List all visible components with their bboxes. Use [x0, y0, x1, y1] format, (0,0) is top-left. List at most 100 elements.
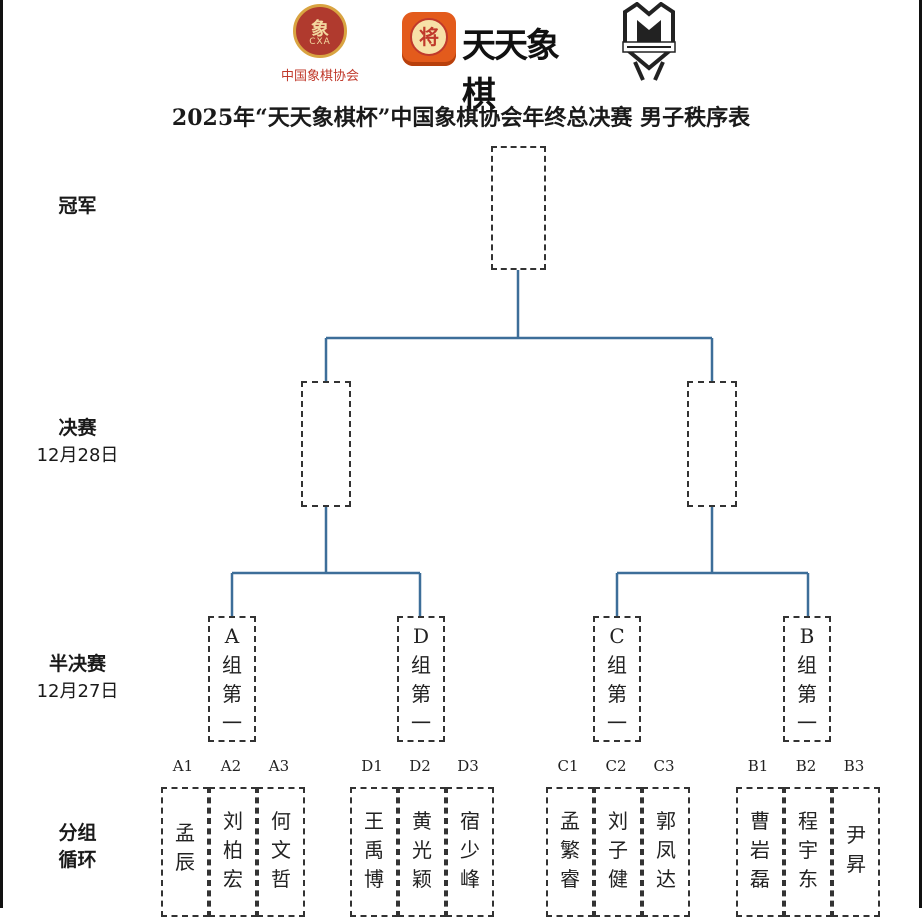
semifinal-slot-c: C 组 第 一 [593, 616, 641, 742]
round-label-final: 决赛 12月28日 [0, 415, 155, 469]
champion-label: 冠军 [58, 195, 97, 217]
group-label-line2: 循环 [58, 849, 97, 871]
champion-slot [491, 146, 546, 270]
player-box-a2: 刘 柏 宏 [209, 787, 257, 917]
player-name-char: 程 [798, 809, 818, 833]
tiantian-xiangqi-logo: 将 天天象棋 [402, 12, 582, 115]
player-name-char: 孟 [560, 809, 580, 833]
final-slot-left [301, 381, 351, 507]
player-name-char: 睿 [560, 867, 580, 891]
page-title: 2025年“天天象棋杯”中国象棋协会年终总决赛 男子秩序表 [171, 105, 751, 131]
app-wordmark: 天天象棋 [462, 26, 560, 115]
seed-label: B2 [795, 757, 817, 775]
semifinal-label: 半决赛 [48, 653, 106, 675]
semifinal-slot-d: D 组 第 一 [397, 616, 445, 742]
player-name-char: 宿 [460, 809, 480, 833]
player-name-char: 颖 [412, 867, 432, 891]
player-name-char: 黄 [412, 809, 432, 833]
player-box-c2: 刘 子 健 [594, 787, 642, 917]
player-name-char: 子 [608, 838, 628, 862]
seed-label: C2 [605, 757, 627, 775]
player-box-b3: 尹 昇 [832, 787, 880, 917]
semifinal-date: 12月27日 [36, 681, 119, 702]
crown-shield-icon [615, 1, 683, 82]
player-name-char: 博 [364, 867, 384, 891]
cxa-name: 中国象棋协会 [280, 69, 359, 84]
player-name-char: 磊 [750, 867, 770, 891]
cxa-seal-glyph: 象 [311, 19, 329, 40]
seed-label: D1 [361, 757, 383, 775]
xiangqi-app-icon: 将 [402, 12, 456, 66]
player-name-char: 刘 [608, 809, 628, 833]
player-name-char: 辰 [175, 850, 195, 874]
semi-b-char: 一 [797, 711, 817, 735]
right-border [919, 0, 922, 908]
player-box-c3: 郭 凤 达 [642, 787, 690, 917]
player-name-char: 哲 [271, 867, 291, 891]
semi-d-char: D [412, 624, 430, 648]
player-box-a1: 孟 辰 [161, 787, 209, 917]
player-name-char: 尹 [846, 823, 866, 847]
player-name-char: 岩 [750, 838, 770, 862]
semi-a-char: A [224, 624, 240, 648]
semi-c-char: 第 [607, 682, 627, 706]
xiangqi-piece: 将 [410, 18, 448, 56]
player-name-char: 柏 [223, 838, 243, 862]
round-label-group: 分组 循环 [0, 820, 155, 874]
player-name-char: 达 [656, 867, 676, 891]
player-name-char: 健 [608, 867, 628, 891]
player-name-char: 曹 [750, 809, 770, 833]
player-name-char: 宏 [223, 867, 243, 891]
semi-a-char: 第 [222, 682, 242, 706]
seed-label: A3 [268, 757, 290, 775]
semi-d-char: 一 [411, 711, 431, 735]
player-name-char: 宇 [798, 838, 818, 862]
seed-label: A1 [172, 757, 194, 775]
semi-c-char: 一 [607, 711, 627, 735]
player-name-char: 东 [798, 867, 818, 891]
player-name-char: 少 [460, 838, 480, 862]
player-name-char: 凤 [656, 838, 676, 862]
player-box-d2: 黄 光 颖 [398, 787, 446, 917]
semi-b-char: 第 [797, 682, 817, 706]
left-border [0, 0, 3, 908]
seed-label: C3 [653, 757, 675, 775]
seed-label: A2 [220, 757, 242, 775]
semi-c-char: C [609, 624, 625, 648]
player-name-char: 光 [412, 838, 432, 862]
semi-b-char: B [799, 624, 815, 648]
seed-label: D3 [457, 757, 479, 775]
group-label-line1: 分组 [58, 822, 97, 844]
final-slot-right [687, 381, 737, 507]
round-label-champion: 冠军 [0, 193, 155, 220]
semi-d-char: 第 [411, 682, 431, 706]
player-box-a3: 何 文 哲 [257, 787, 305, 917]
player-box-b2: 程 宇 东 [784, 787, 832, 917]
final-date: 12月28日 [36, 445, 119, 466]
seed-label: D2 [409, 757, 431, 775]
player-name-char: 峰 [460, 867, 480, 891]
round-label-semifinal: 半决赛 12月27日 [0, 651, 155, 705]
seed-label: B3 [843, 757, 865, 775]
semi-d-char: 组 [411, 653, 431, 677]
final-label: 决赛 [58, 417, 97, 439]
semi-c-char: 组 [607, 653, 627, 677]
seed-label: B1 [747, 757, 769, 775]
player-name-char: 文 [271, 838, 291, 862]
player-name-char: 郭 [656, 809, 676, 833]
player-name-char: 禹 [364, 838, 384, 862]
semi-b-char: 组 [797, 653, 817, 677]
semi-a-char: 组 [222, 653, 242, 677]
player-name-char: 昇 [846, 852, 866, 876]
player-box-d1: 王 禹 博 [350, 787, 398, 917]
cxa-seal-abbr: CXA [309, 37, 331, 47]
player-name-char: 刘 [223, 809, 243, 833]
player-box-b1: 曹 岩 磊 [736, 787, 784, 917]
cxa-logo: 象 CXA 中国象棋协会 [268, 2, 372, 84]
semifinal-slot-b: B 组 第 一 [783, 616, 831, 742]
cxa-seal-icon: 象 CXA [293, 4, 347, 58]
seed-label: C1 [557, 757, 579, 775]
semi-a-char: 一 [222, 711, 242, 735]
player-name-char: 何 [271, 809, 291, 833]
